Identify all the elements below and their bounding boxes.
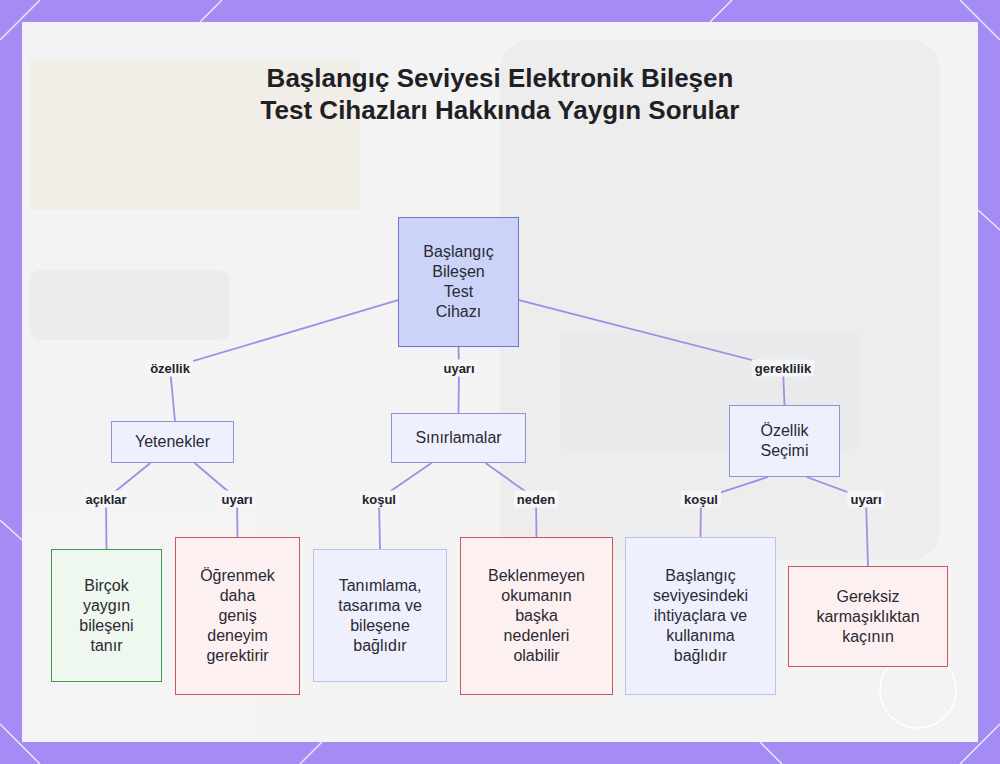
corner-line (300, 742, 322, 764)
warning-box: Beklenmeyen okumanın başka nedenleri ola… (460, 537, 613, 695)
node-text: Sınırlamalar (415, 428, 501, 448)
warning-box: Öğrenmek daha geniş deneyim gerektirir (175, 537, 300, 695)
connector-line (458, 347, 460, 413)
corner-line (978, 210, 1000, 230)
corner-line (760, 742, 782, 764)
edge-label: uyarı (440, 360, 477, 377)
edge-label: uyarı (218, 491, 255, 508)
connector-line (170, 300, 398, 421)
node-text: Yetenekler (135, 432, 210, 452)
category-box: Özellik Seçimi (729, 405, 840, 477)
photo-badge (30, 270, 230, 340)
edge-label: özellik (147, 360, 193, 377)
edge-label: açıklar (82, 491, 129, 508)
node-text: Birçok yaygın bileşeni tanır (70, 576, 143, 656)
category-box: Yetenekler (111, 421, 234, 463)
node-text: Tanımlama, tasarıma ve bileşene bağlıdır (331, 576, 429, 656)
condition-box: Başlangıç seviyesindeki ihtiyaçlara ve k… (625, 537, 776, 695)
corner-line (200, 0, 222, 22)
edge-label: koşul (359, 491, 399, 508)
info-box: Birçok yaygın bileşeni tanır (51, 549, 162, 682)
diagram-title: Başlangıç Seviyesi Elektronik Bileşen Te… (255, 62, 745, 126)
corner-line (710, 0, 732, 22)
node-text: Başlangıç Bileşen Test Cihazı (421, 242, 496, 322)
warning-box: Gereksiz karmaşıklıktan kaçının (788, 566, 948, 667)
condition-box: Tanımlama, tasarıma ve bileşene bağlıdır (313, 549, 447, 682)
node-text: Beklenmeyen okumanın başka nedenleri ola… (485, 566, 588, 666)
faded-photo (22, 22, 978, 742)
edge-label: uyarı (847, 491, 884, 508)
white-panel (22, 22, 978, 742)
node-text: Özellik Seçimi (748, 421, 821, 461)
node-text: Gereksiz karmaşıklıktan kaçının (809, 587, 927, 647)
edge-label: gereklilik (752, 360, 814, 377)
photo-wash (22, 22, 978, 742)
edge-label: neden (514, 491, 558, 508)
connector-line (519, 300, 785, 405)
node-text: Başlangıç seviyesindeki ihtiyaçlara ve k… (644, 566, 757, 666)
node-text: Öğrenmek daha geniş deneyim gerektirir (200, 566, 275, 666)
root-box: Başlangıç Bileşen Test Cihazı (398, 217, 519, 347)
edge-label: koşul (681, 491, 721, 508)
corner-line (0, 520, 22, 540)
category-box: Sınırlamalar (391, 413, 526, 463)
